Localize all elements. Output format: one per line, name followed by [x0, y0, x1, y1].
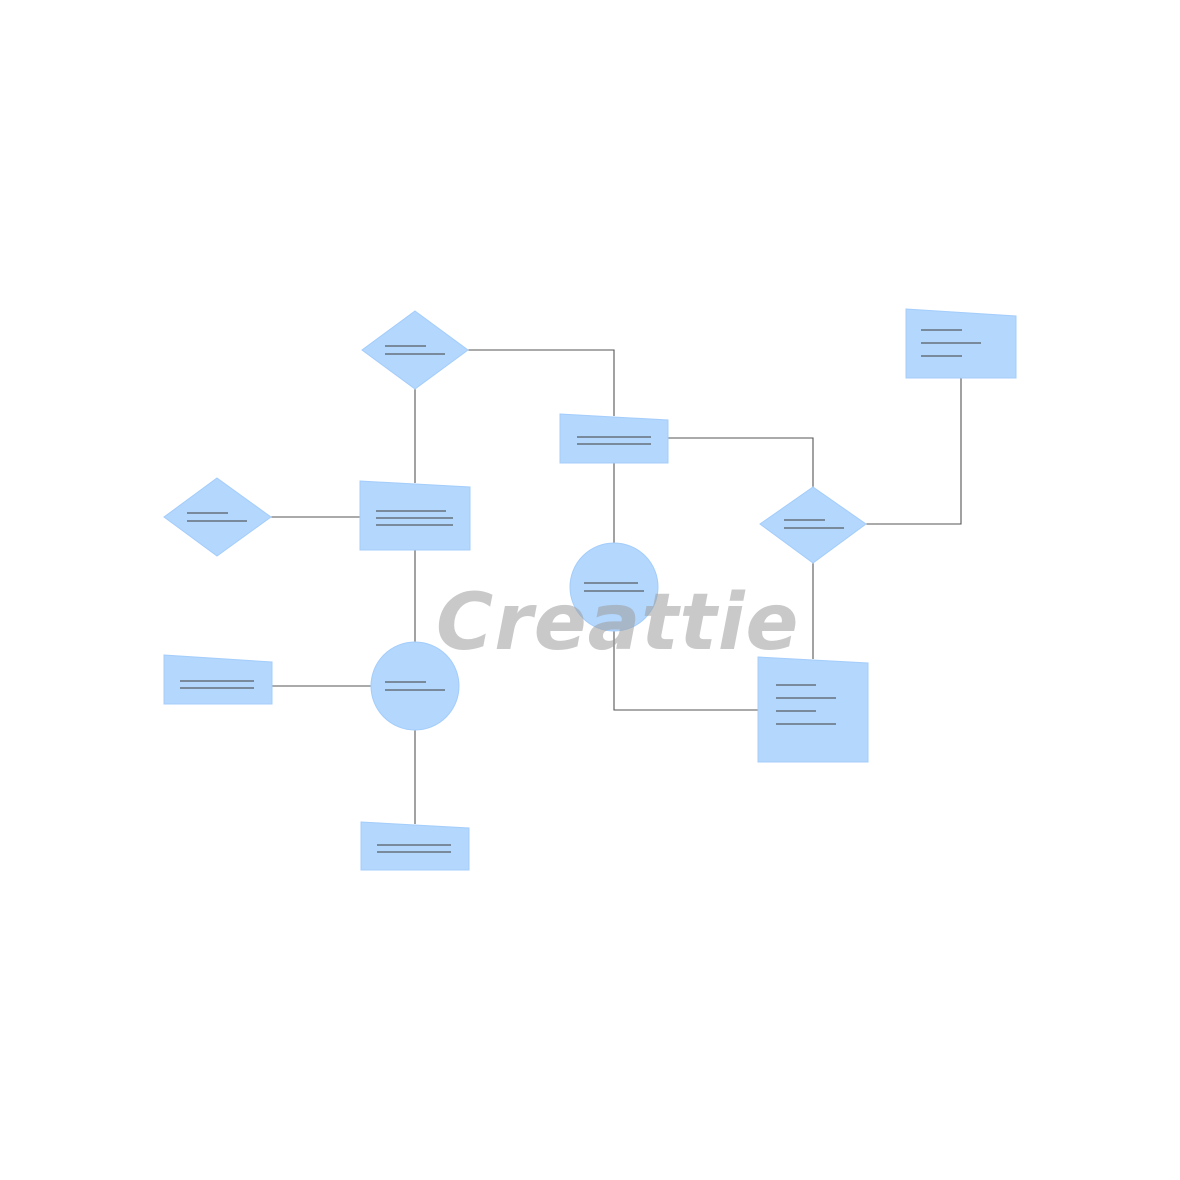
- connector-diamond-top-to-rect-mid: [468, 349, 615, 416]
- process-node-middle[interactable]: [569, 542, 659, 632]
- entity-node-bottom-left[interactable]: [163, 654, 273, 705]
- connector-diamond-right-to-rect-top-right: [866, 378, 962, 525]
- entity-node-bottom[interactable]: [360, 821, 470, 871]
- connectors: [271, 349, 962, 824]
- connector-rect-mid-to-diamond-right: [668, 437, 814, 487]
- decision-node-left[interactable]: [163, 477, 272, 557]
- decision-node-right[interactable]: [759, 486, 867, 564]
- decision-node-top[interactable]: [361, 310, 469, 390]
- entity-node-large-right[interactable]: [757, 656, 869, 763]
- entity-node-middle[interactable]: [559, 413, 669, 464]
- process-node-left[interactable]: [370, 641, 460, 731]
- entity-node-top-right[interactable]: [905, 308, 1017, 379]
- connector-circle-mid-to-rect-large: [613, 631, 759, 711]
- entity-node-left[interactable]: [359, 480, 471, 551]
- nodes: [163, 308, 1017, 871]
